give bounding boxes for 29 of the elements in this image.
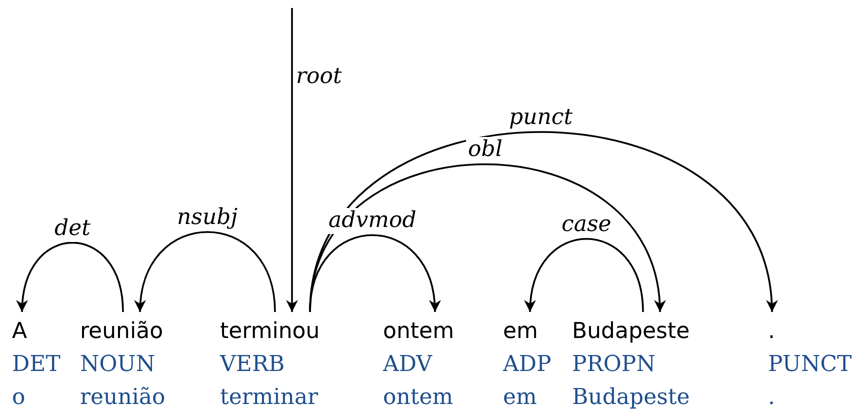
- lemma-label: Budapeste: [572, 384, 690, 412]
- pos-tag: ADV: [383, 348, 454, 381]
- word-label: terminou: [220, 318, 320, 346]
- lemma-label: .: [768, 384, 776, 412]
- pos-tag: DET: [12, 348, 60, 381]
- lemma-label: o: [12, 384, 26, 412]
- dependency-arrow: [17, 242, 124, 312]
- lemma-label: em: [503, 384, 538, 412]
- word-label: .: [768, 318, 776, 346]
- dependency-arrow: [135, 231, 276, 312]
- word-label: reunião: [80, 318, 164, 346]
- pos-tag: PROPN: [572, 348, 690, 381]
- edge-label: advmod: [326, 208, 418, 234]
- word-label: A: [12, 318, 28, 346]
- word-label: em: [503, 318, 539, 346]
- pos-tag: NOUN: [80, 348, 166, 381]
- word-label: ontem: [383, 318, 454, 346]
- dependency-arrow: [309, 131, 776, 312]
- pos-tag: ADP: [503, 348, 552, 381]
- dependency-arrow: [525, 238, 644, 312]
- pos-tag: VERB: [220, 348, 320, 381]
- lemma-label: terminar: [220, 384, 320, 412]
- pos-tag: PUNCT: [768, 348, 852, 381]
- dependency-arrow: [309, 164, 664, 312]
- dependency-arrow: [286, 8, 298, 312]
- word-label: Budapeste: [572, 318, 690, 346]
- dependency-arrow: [309, 234, 440, 312]
- lemma-label: reunião: [80, 384, 166, 412]
- lemma-label: ontem: [383, 384, 454, 412]
